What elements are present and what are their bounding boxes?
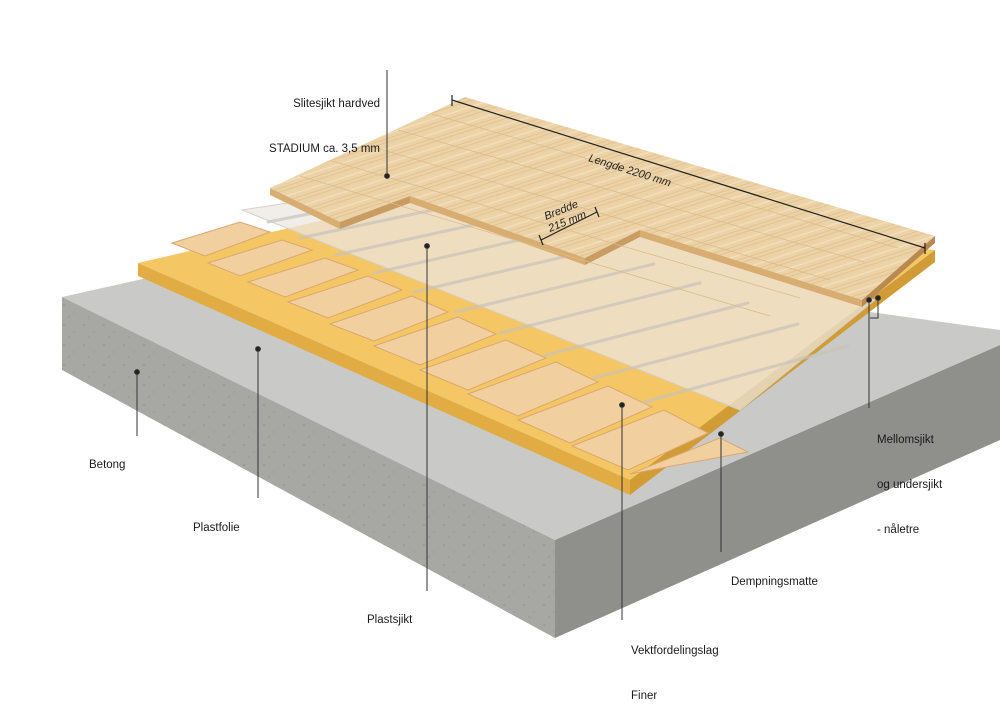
label-vektfordelingslag: Vektfordelingslag Finer bbox=[631, 614, 719, 719]
label-plastsjikt: Plastsjikt bbox=[367, 583, 412, 643]
label-betong: Betong bbox=[89, 428, 125, 488]
label-mellomsjikt-line1: Mellomsjikt bbox=[877, 433, 942, 448]
label-slitesjikt-line2: STADIUM ca. 3,5 mm bbox=[262, 142, 380, 157]
label-mellomsjikt-line3: - nåletre bbox=[877, 523, 942, 538]
label-slitesjikt: Slitesjikt hardved STADIUM ca. 3,5 mm bbox=[262, 67, 380, 172]
label-vektfordelingslag-line2: Finer bbox=[631, 689, 719, 704]
label-mellomsjikt-line2: og undersjikt bbox=[877, 478, 942, 493]
label-plastfolie: Plastfolie bbox=[193, 491, 240, 551]
label-dempningsmatte: Dempningsmatte bbox=[731, 545, 818, 605]
label-mellomsjikt: Mellomsjikt og undersjikt - nåletre bbox=[877, 403, 942, 553]
label-slitesjikt-line1: Slitesjikt hardved bbox=[262, 97, 380, 112]
label-vektfordelingslag-line1: Vektfordelingslag bbox=[631, 644, 719, 659]
